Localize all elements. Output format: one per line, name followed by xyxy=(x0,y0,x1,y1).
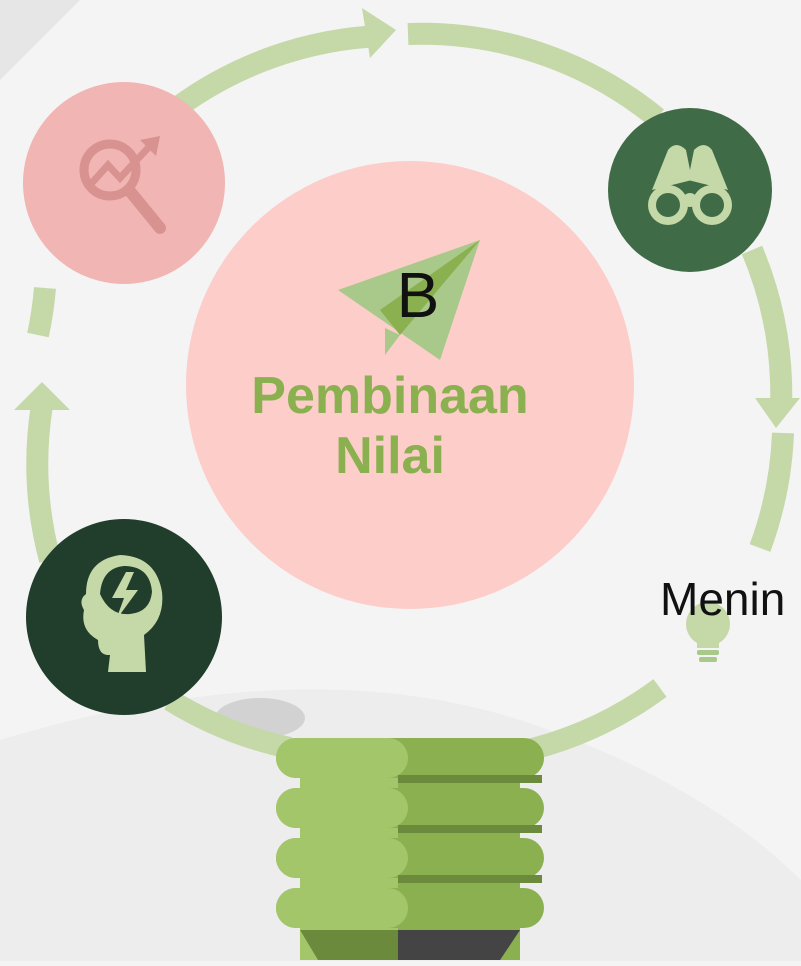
ring-arc-bottom-right xyxy=(517,679,667,763)
ring-arc-top-left xyxy=(171,25,381,116)
ring-arc-top-right xyxy=(407,22,664,127)
ring-arc-right-upper xyxy=(741,245,793,409)
arrow-head-right xyxy=(755,398,800,428)
node-thinking xyxy=(26,519,222,715)
ring-arc-left xyxy=(26,403,61,563)
ring-arc-bottom-left xyxy=(164,690,293,759)
right-label: Menin xyxy=(660,573,786,625)
binoculars-icon xyxy=(648,145,732,225)
center-title-line1: Pembinaan xyxy=(251,367,529,425)
center-title-line2: Nilai xyxy=(335,427,445,485)
arrow-head-top xyxy=(362,8,396,58)
arrow-head-left xyxy=(14,382,70,410)
cycle-ring xyxy=(26,22,794,763)
paper-plane-icon xyxy=(338,240,480,360)
center-circle xyxy=(186,161,634,609)
magnifier-growth-chart-icon xyxy=(79,136,166,234)
lightbulb-icon xyxy=(686,602,730,662)
node-vision xyxy=(608,108,772,272)
head-brain-lightning-icon xyxy=(81,555,163,672)
center-title: Pembinaan Nilai xyxy=(190,366,590,486)
center-letter: B xyxy=(396,259,440,331)
ring-arc-right-lower xyxy=(749,432,794,552)
bulb-base xyxy=(276,738,544,960)
ring-arc-left-upper xyxy=(27,286,56,338)
node-analytics xyxy=(23,82,225,284)
